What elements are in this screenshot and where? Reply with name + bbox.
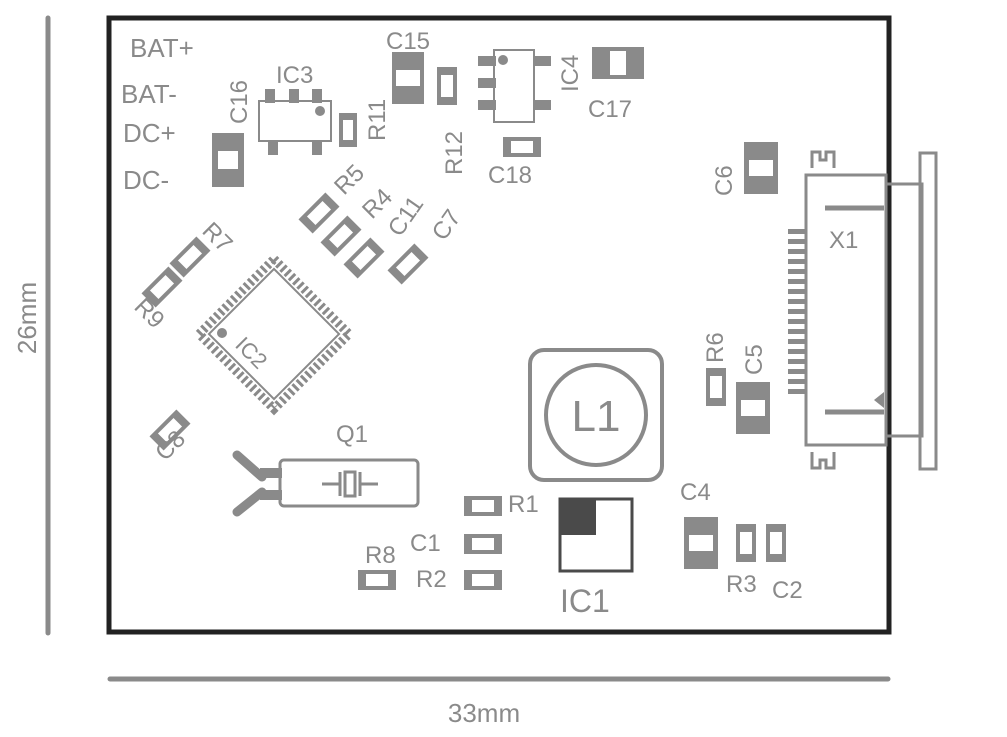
- svg-text:C5: C5: [741, 344, 768, 375]
- svg-text:C16: C16: [226, 80, 253, 124]
- svg-text:R8: R8: [365, 542, 396, 569]
- svg-text:C7: C7: [427, 205, 467, 246]
- capacitor-c18: C18: [488, 137, 541, 189]
- resistor-r12: R12: [437, 67, 468, 175]
- svg-text:R2: R2: [416, 566, 447, 593]
- svg-text:R5: R5: [329, 159, 370, 200]
- resistor-r3: R3: [726, 524, 757, 598]
- svg-text:R1: R1: [508, 491, 539, 518]
- capacitor-c2: C2: [766, 524, 803, 604]
- capacitor-c15: C15: [386, 28, 430, 104]
- capacitor-c16: C16: [212, 80, 253, 187]
- svg-text:C15: C15: [386, 28, 430, 55]
- svg-text:C1: C1: [410, 530, 441, 557]
- resistor-r6: R6: [702, 332, 729, 406]
- pin-label-bat-minus: BAT-: [121, 79, 177, 109]
- svg-text:IC3: IC3: [276, 62, 313, 89]
- svg-text:R11: R11: [364, 99, 391, 141]
- connector-x1: X1: [788, 150, 938, 471]
- resistor-r2: R2: [416, 566, 502, 593]
- svg-text:IC2: IC2: [230, 332, 272, 374]
- resistor-r5: R5: [298, 159, 370, 234]
- resistor-r7: R7: [169, 217, 238, 278]
- svg-text:Q1: Q1: [336, 421, 368, 448]
- capacitor-c6: C6: [711, 142, 778, 196]
- height-dimension-label: 26mm: [12, 282, 42, 354]
- svg-text:C2: C2: [772, 577, 803, 604]
- svg-text:R3: R3: [726, 571, 757, 598]
- svg-text:C4: C4: [680, 479, 711, 506]
- ic2-chip: IC2: [192, 252, 356, 416]
- capacitor-c4: C4: [680, 479, 718, 569]
- svg-text:C6: C6: [711, 165, 738, 196]
- svg-text:L1: L1: [572, 392, 621, 441]
- svg-text:C17: C17: [588, 96, 632, 123]
- resistor-r9: R9: [129, 266, 183, 334]
- pin-label-dc-minus: DC-: [123, 165, 169, 195]
- svg-text:IC1: IC1: [560, 583, 610, 619]
- capacitor-c17: C17: [588, 47, 644, 123]
- svg-text:R6: R6: [702, 332, 729, 363]
- capacitor-c8: C8: [149, 409, 191, 466]
- capacitor-c5: C5: [736, 344, 770, 434]
- resistor-r8: R8: [358, 542, 396, 590]
- ic3-chip: IC3: [258, 62, 332, 155]
- crystal-q1: Q1: [232, 421, 420, 517]
- pin-label-dc-plus: DC+: [123, 118, 176, 148]
- board-outline: [106, 15, 892, 635]
- width-dimension-label: 33mm: [448, 698, 520, 728]
- resistor-r11: R11: [339, 99, 391, 147]
- capacitor-c1: C1: [410, 530, 502, 557]
- svg-text:R12: R12: [441, 131, 468, 175]
- resistor-r1: R1: [464, 491, 539, 518]
- ic4-chip: IC4: [478, 49, 584, 123]
- ic1-chip: IC1: [558, 497, 634, 619]
- svg-text:X1: X1: [829, 227, 858, 254]
- svg-text:C18: C18: [488, 162, 532, 189]
- inductor-l1: L1: [528, 348, 664, 482]
- pin-label-bat-plus: BAT+: [130, 33, 194, 63]
- svg-text:IC4: IC4: [557, 55, 584, 92]
